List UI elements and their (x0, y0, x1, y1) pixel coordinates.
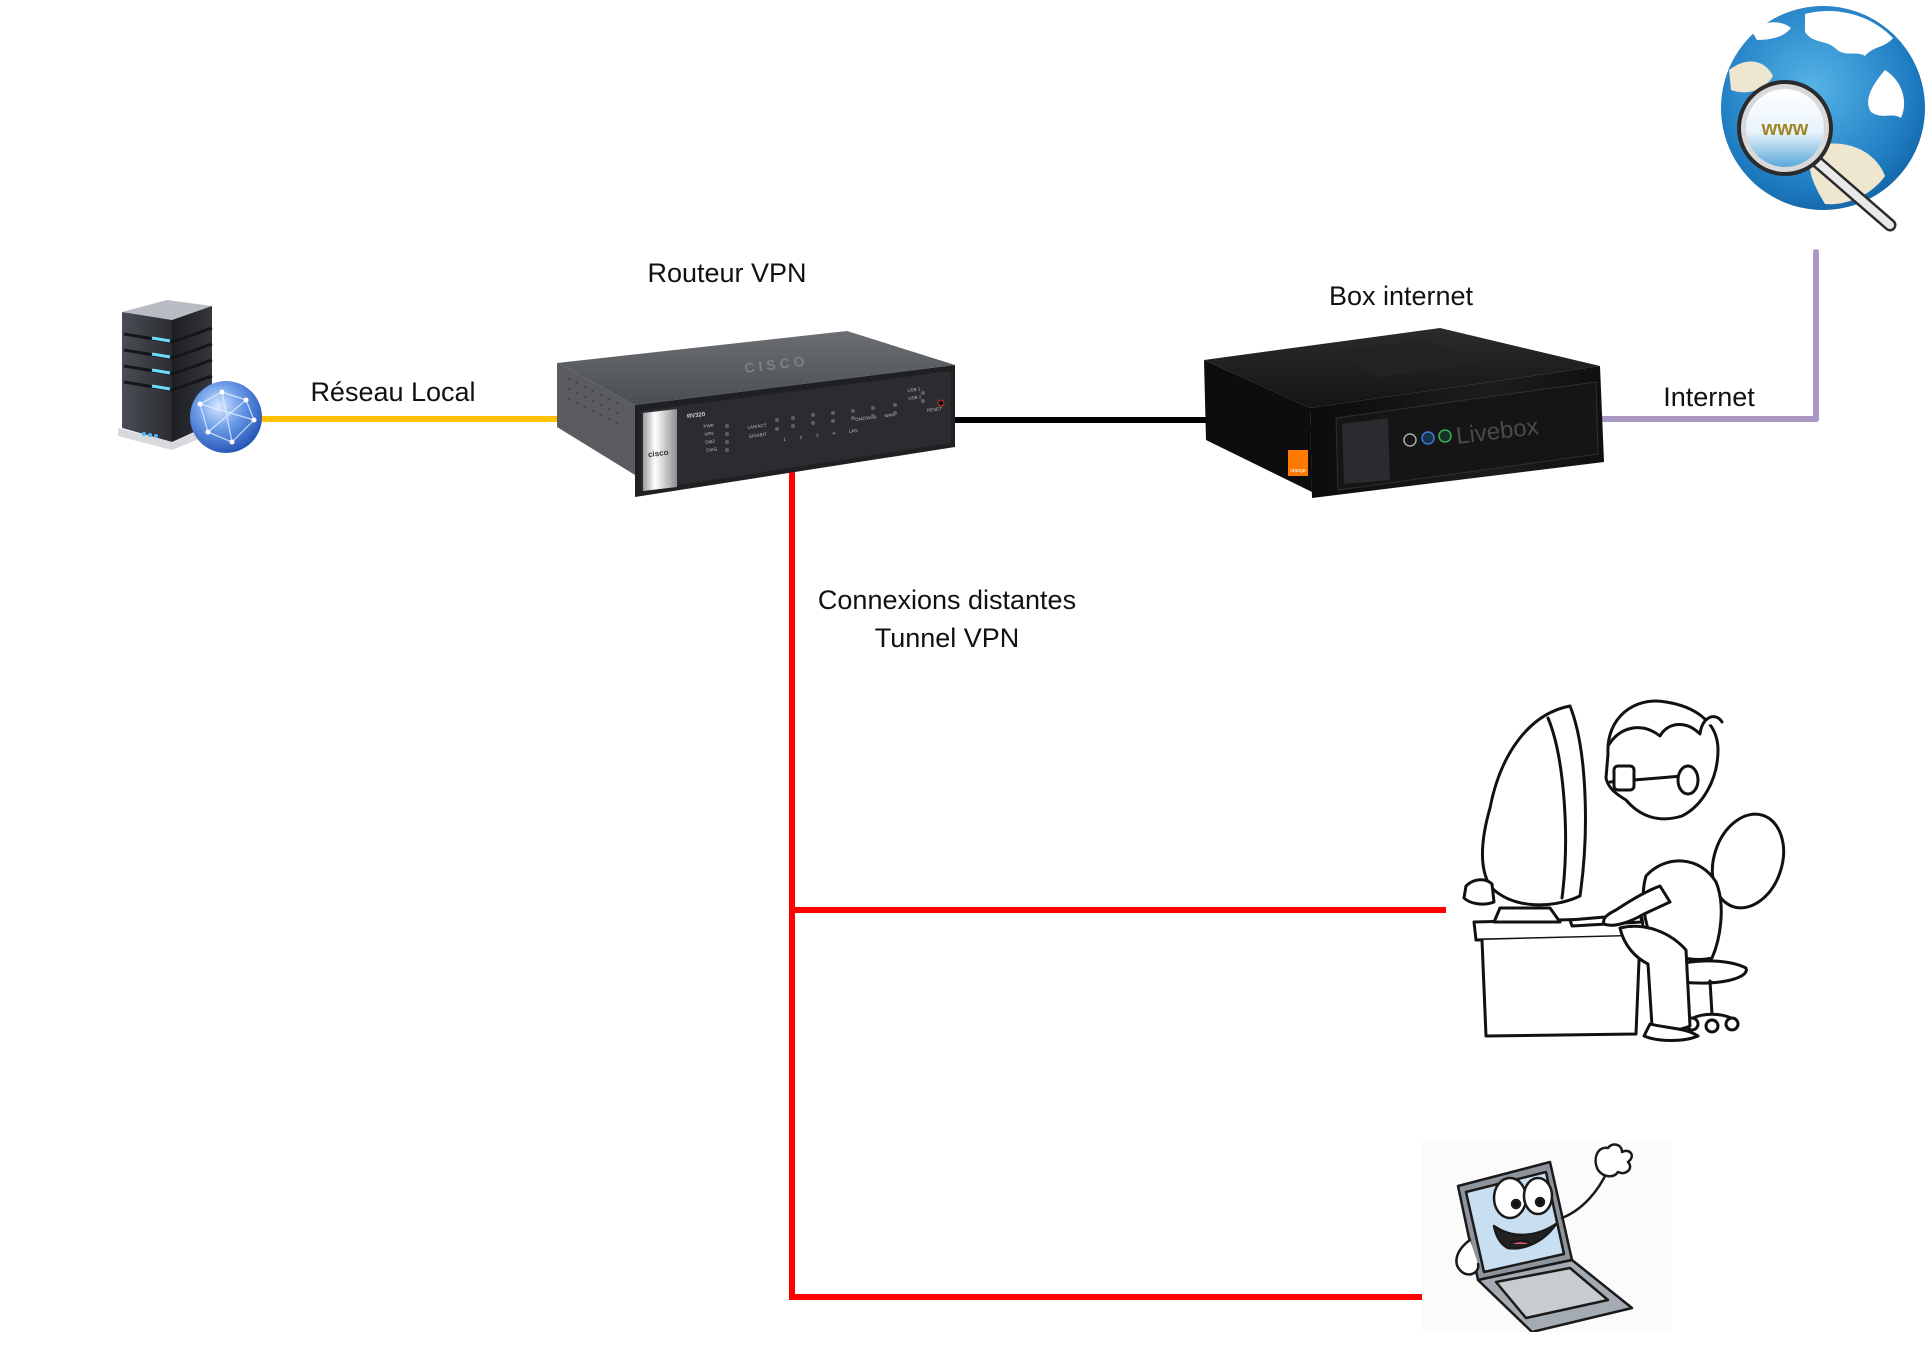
link-vpn-laptop-red (789, 1294, 1475, 1300)
server-globe-icon (118, 300, 262, 453)
link-box-internet-purple-h (1600, 416, 1819, 422)
internet-box-icon (1204, 328, 1604, 498)
www-badge: www (1761, 118, 1809, 140)
link-box-internet-purple-v (1813, 249, 1819, 422)
internet-label: Internet (1663, 382, 1755, 412)
reset-button-icon (937, 399, 945, 407)
server-label: Réseau Local (310, 377, 476, 407)
link-lan-yellow (245, 416, 575, 422)
tunnel-label-line1: Connexions distantes (817, 585, 1077, 615)
link-router-box-black (930, 417, 1226, 423)
laptop-mascot-icon[interactable] (1422, 1140, 1672, 1332)
link-vpn-trunk-red (789, 455, 795, 1300)
internet-box[interactable]: Livebox orange (1200, 322, 1610, 500)
svg-text:CISCO: CISCO (743, 352, 809, 376)
vpn-router-icon: CISCO (557, 331, 955, 497)
box-label: Box internet (1328, 281, 1474, 311)
link-vpn-desktop-red (789, 907, 1446, 913)
router-leds (725, 391, 945, 452)
router-label: Routeur VPN (647, 258, 807, 288)
orange-logo-text: orange (1290, 468, 1306, 474)
vpn-router[interactable]: CISCO cisco RV320 PWR VPN DMZ DIAG LAN/A… (555, 325, 965, 497)
globe-magnifier-icon[interactable]: www (1695, 0, 1925, 232)
user-at-desktop-icon[interactable] (1430, 696, 1790, 1046)
tunnel-label-line2: Tunnel VPN (874, 623, 1020, 653)
